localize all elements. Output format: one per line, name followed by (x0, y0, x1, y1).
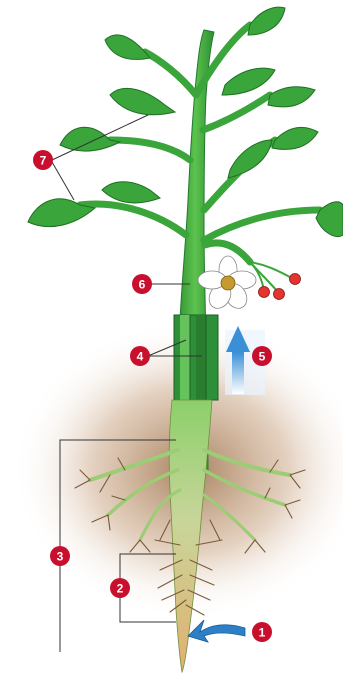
leaves (28, 7, 343, 236)
marker-5: 5 (252, 346, 272, 366)
leaf (272, 127, 318, 149)
marker-3-label: 3 (57, 550, 64, 564)
marker-3: 3 (50, 546, 70, 566)
leaf (102, 182, 160, 203)
stem-cutaway (174, 315, 218, 400)
marker-4-label: 4 (137, 350, 144, 364)
leaf (228, 140, 272, 178)
marker-2-label: 2 (117, 582, 124, 596)
leaf (110, 88, 175, 114)
water-inflow-arrow-icon (188, 620, 245, 642)
marker-7-label: 7 (40, 154, 47, 168)
berries (250, 262, 292, 292)
marker-1-label: 1 (259, 626, 266, 640)
marker-7: 7 (33, 150, 53, 170)
leaf (268, 87, 315, 107)
leaf (105, 35, 150, 60)
leaf (222, 68, 275, 95)
marker-5-label: 5 (259, 350, 266, 364)
marker-6-label: 6 (139, 278, 146, 292)
marker-6: 6 (132, 274, 152, 294)
flower (198, 256, 256, 312)
marker-2: 2 (110, 578, 130, 598)
marker-1: 1 (252, 622, 272, 642)
marker-4: 4 (130, 346, 150, 366)
leaf (248, 7, 285, 35)
